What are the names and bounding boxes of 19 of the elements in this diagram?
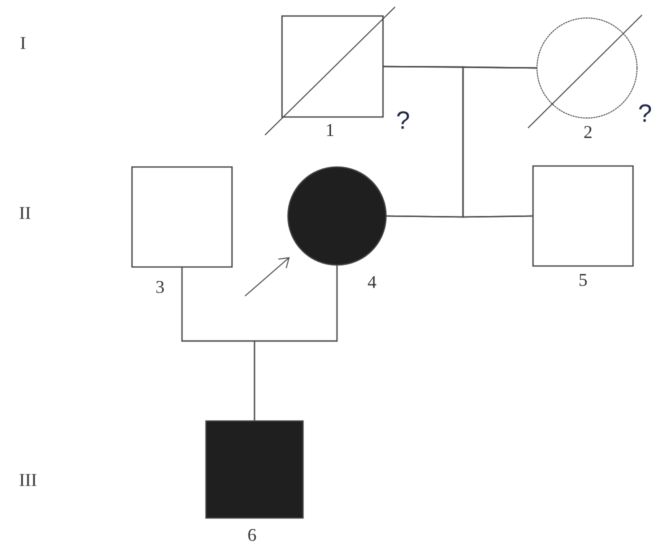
descent-line xyxy=(462,66,537,218)
deceased-male-square xyxy=(264,6,396,136)
generation-label: I xyxy=(20,37,26,49)
proband-arrow xyxy=(244,257,290,296)
question-mark: ? xyxy=(639,104,652,122)
affected-male-square xyxy=(205,420,304,519)
male-square xyxy=(131,166,233,268)
descent-line xyxy=(254,266,338,420)
generation-label: III xyxy=(20,474,36,486)
generation-label: II xyxy=(20,207,30,219)
number-label: 3 xyxy=(156,280,164,294)
male-square xyxy=(532,165,634,267)
number-label: 5 xyxy=(580,274,587,286)
number-label: 4 xyxy=(368,276,376,288)
affected-female-circle xyxy=(287,166,387,266)
number-label: 6 xyxy=(248,528,256,542)
question-mark: ? xyxy=(397,111,410,129)
number-label: 2 xyxy=(584,126,592,138)
number-label: 1 xyxy=(327,124,334,136)
